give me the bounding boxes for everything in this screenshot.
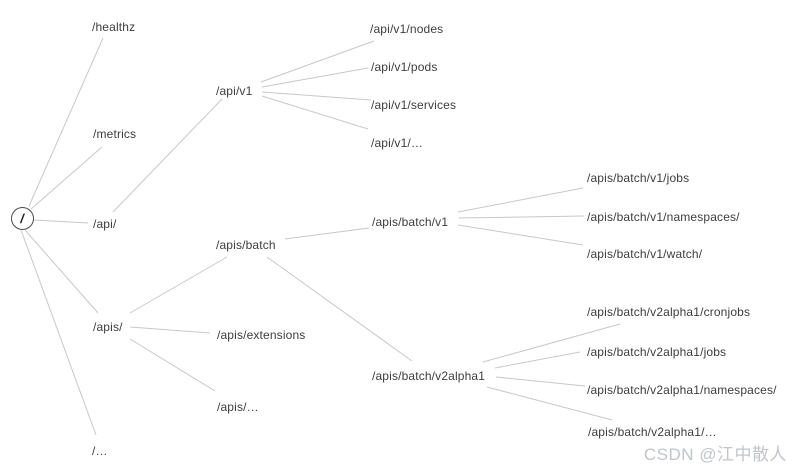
edge-root-to-metrics bbox=[30, 146, 103, 210]
node-api-v1-pods: /api/v1/pods bbox=[371, 60, 438, 74]
node-apis-extensions: /apis/extensions bbox=[217, 328, 306, 342]
edge-batch-v1-to-batch-v1-jobs bbox=[457, 187, 584, 213]
node-apis-more: /apis/… bbox=[217, 400, 259, 414]
node-v2alpha1-jobs: /apis/batch/v2alpha1/jobs bbox=[587, 345, 727, 359]
edge-batch-v2alpha1-to-v2alpha1-cronjobs bbox=[482, 323, 621, 363]
edge-api-v1-to-api-v1-services bbox=[261, 91, 372, 101]
edge-apis-batch-to-batch-v1 bbox=[284, 227, 370, 240]
node-root-more: /… bbox=[92, 444, 108, 458]
node-api-v1: /api/v1 bbox=[216, 84, 253, 98]
edge-root-to-root-more bbox=[20, 229, 97, 436]
edge-root-to-api bbox=[33, 219, 89, 224]
node-batch-v1-watch: /apis/batch/v1/watch/ bbox=[587, 247, 703, 261]
edge-apis-to-apis-extensions bbox=[129, 326, 211, 334]
edge-api-to-api-v1 bbox=[112, 98, 223, 213]
node-batch-v1: /apis/batch/v1 bbox=[372, 215, 449, 229]
edge-root-to-apis bbox=[24, 229, 99, 314]
node-api-v1-nodes: /api/v1/nodes bbox=[370, 22, 444, 36]
node-healthz: /healthz bbox=[92, 20, 136, 34]
node-v2alpha1-cronjobs: /apis/batch/v2alpha1/cronjobs bbox=[587, 305, 751, 319]
edge-api-v1-to-api-v1-more bbox=[261, 95, 369, 130]
node-apis-batch: /apis/batch bbox=[216, 238, 276, 252]
node-v2alpha1-namespaces: /apis/batch/v2alpha1/namespaces/ bbox=[587, 383, 777, 397]
edge-api-v1-to-api-v1-nodes bbox=[260, 40, 375, 83]
edge-batch-v2alpha1-to-v2alpha1-more bbox=[486, 386, 613, 421]
edge-batch-v1-to-batch-v1-watch bbox=[457, 224, 584, 246]
node-batch-v2alpha1: /apis/batch/v2alpha1 bbox=[372, 369, 486, 383]
node-api-v1-more: /api/v1/… bbox=[371, 136, 424, 150]
edge-apis-to-apis-more bbox=[129, 338, 216, 392]
edge-batch-v2alpha1-to-v2alpha1-namespaces bbox=[495, 376, 586, 387]
node-api: /api/ bbox=[93, 217, 117, 231]
node-apis: /apis/ bbox=[93, 320, 123, 334]
node-api-v1-services: /api/v1/services bbox=[371, 98, 457, 112]
node-batch-v1-namespaces: /apis/batch/v1/namespaces/ bbox=[587, 210, 740, 224]
edge-apis-to-apis-batch bbox=[129, 256, 228, 314]
edge-api-v1-to-api-v1-pods bbox=[261, 67, 369, 88]
root-node: / bbox=[10, 206, 34, 230]
watermark-text: CSDN @江中散人 bbox=[643, 445, 787, 464]
node-batch-v1-jobs: /apis/batch/v1/jobs bbox=[587, 171, 690, 185]
node-v2alpha1-more: /apis/batch/v2alpha1/… bbox=[588, 425, 717, 439]
edge-batch-v1-to-batch-v1-namespaces bbox=[458, 215, 585, 219]
edge-apis-batch-to-batch-v2alpha1 bbox=[266, 256, 413, 362]
edge-root-to-healthz bbox=[28, 37, 104, 207]
node-metrics: /metrics bbox=[93, 127, 137, 141]
edge-batch-v2alpha1-to-v2alpha1-jobs bbox=[494, 351, 581, 369]
